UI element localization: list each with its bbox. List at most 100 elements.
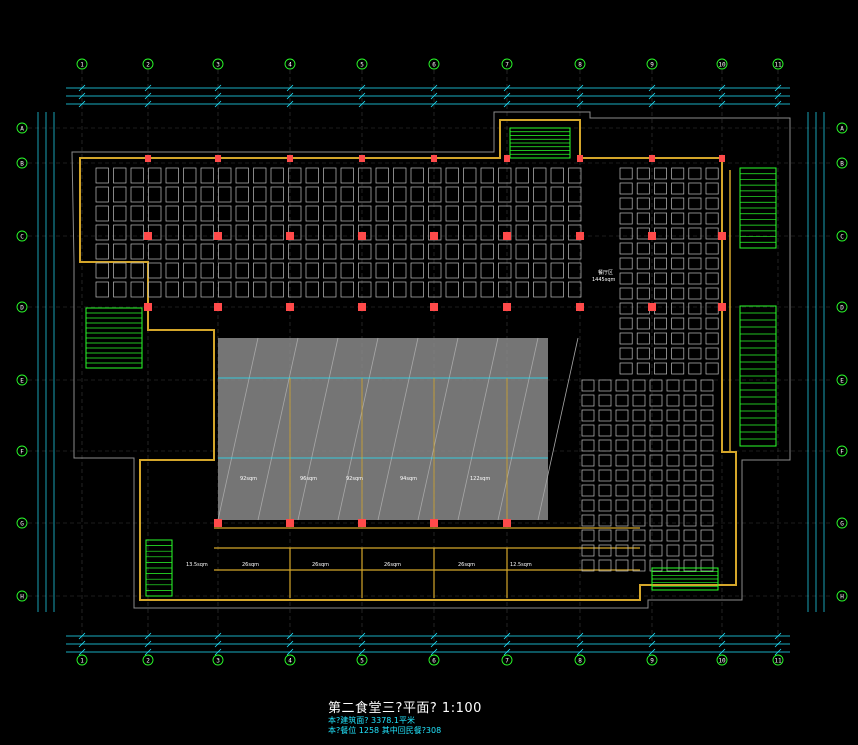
dining-table	[636, 287, 650, 300]
dining-table	[654, 287, 667, 300]
kitchen-floor	[218, 338, 548, 520]
kitchen-hatch	[337, 337, 379, 521]
dining-table	[671, 332, 685, 345]
axis-bubble-col	[501, 654, 513, 666]
dim-tick	[144, 648, 152, 656]
dining-table	[410, 262, 424, 279]
dining-table	[550, 262, 564, 279]
dining-table	[270, 262, 284, 279]
dining-table	[666, 454, 680, 467]
drawing-title-block: 第二食堂三?平面? 1:100 本?建筑面? 3378.1平米 本?餐位 125…	[328, 697, 482, 736]
drawing-title: 第二食堂三?平面? 1:100	[328, 701, 482, 716]
dim-tick	[144, 84, 152, 92]
structural-column	[431, 155, 437, 162]
dining-table	[636, 182, 650, 195]
axis-bubble-label: D	[20, 305, 24, 312]
dining-table	[498, 167, 512, 184]
dining-table	[688, 317, 702, 330]
dining-table	[688, 182, 702, 195]
dining-table	[550, 167, 564, 184]
dining-table	[700, 409, 714, 422]
dining-table	[393, 205, 407, 222]
axis-bubble-label: 2	[146, 62, 150, 69]
dining-table	[148, 243, 162, 260]
axis-bubble-row	[16, 157, 28, 169]
dining-table	[700, 499, 714, 512]
structural-column	[358, 519, 366, 527]
kitchen-room-area: 122sqm	[470, 476, 490, 482]
dining-table	[649, 454, 663, 467]
dining-table	[598, 439, 612, 452]
dim-tick	[78, 632, 86, 640]
dining-table	[649, 484, 663, 497]
dining-table	[568, 243, 582, 260]
dining-table	[649, 499, 663, 512]
structural-column	[214, 232, 222, 240]
dining-table	[218, 186, 232, 203]
axis-bubble-label: 5	[360, 658, 364, 665]
structural-column	[718, 303, 726, 311]
dining-table	[636, 332, 650, 345]
dining-table	[305, 281, 319, 298]
dim-tick	[774, 92, 782, 100]
axis-bubble-col	[284, 58, 296, 70]
dining-table	[666, 379, 680, 392]
dining-table	[615, 484, 629, 497]
dim-tick	[718, 640, 726, 648]
dim-tick	[358, 84, 366, 92]
dining-table	[619, 257, 633, 270]
axis-bubble-col	[501, 58, 513, 70]
dining-table	[619, 317, 633, 330]
dining-table	[671, 302, 685, 315]
dining-table	[705, 347, 719, 360]
dining-table	[463, 224, 477, 241]
outer-slab-edge	[71, 111, 791, 609]
dining-table	[515, 186, 529, 203]
dim-tick	[78, 84, 86, 92]
dim-tick	[576, 92, 584, 100]
dining-table	[323, 262, 337, 279]
structural-column	[576, 303, 584, 311]
dining-table	[253, 262, 267, 279]
axis-bubble-col	[284, 654, 296, 666]
dining-table	[581, 409, 595, 422]
dining-table	[428, 262, 442, 279]
dining-table	[305, 262, 319, 279]
dining-table	[480, 167, 494, 184]
dim-tick	[774, 632, 782, 640]
dining-table	[340, 243, 354, 260]
dining-table	[375, 281, 389, 298]
dining-table	[480, 243, 494, 260]
structural-column	[430, 303, 438, 311]
dining-table	[649, 469, 663, 482]
dining-table	[632, 379, 646, 392]
dining-table	[666, 409, 680, 422]
dim-tick	[430, 92, 438, 100]
dining-table	[393, 167, 407, 184]
dining-table	[666, 484, 680, 497]
dining-table	[688, 302, 702, 315]
dining-table	[498, 243, 512, 260]
dining-table	[533, 205, 547, 222]
dining-table	[705, 242, 719, 255]
dim-tick	[648, 648, 656, 656]
dim-tick	[503, 640, 511, 648]
dim-tick	[144, 632, 152, 640]
axis-bubble-label: 8	[578, 658, 582, 665]
dining-table	[113, 205, 127, 222]
dining-table	[615, 514, 629, 527]
structural-column	[144, 232, 152, 240]
dining-table	[688, 227, 702, 240]
axis-bubble-row	[16, 374, 28, 386]
dining-table	[700, 544, 714, 557]
dining-table	[649, 424, 663, 437]
axis-bubble-label: 5	[360, 62, 364, 69]
dining-table	[393, 262, 407, 279]
dining-table	[688, 197, 702, 210]
dining-table	[410, 205, 424, 222]
dim-tick	[144, 92, 152, 100]
dining-table	[688, 167, 702, 180]
dining-table	[636, 242, 650, 255]
axis-bubble-col	[646, 58, 658, 70]
structural-column	[214, 303, 222, 311]
